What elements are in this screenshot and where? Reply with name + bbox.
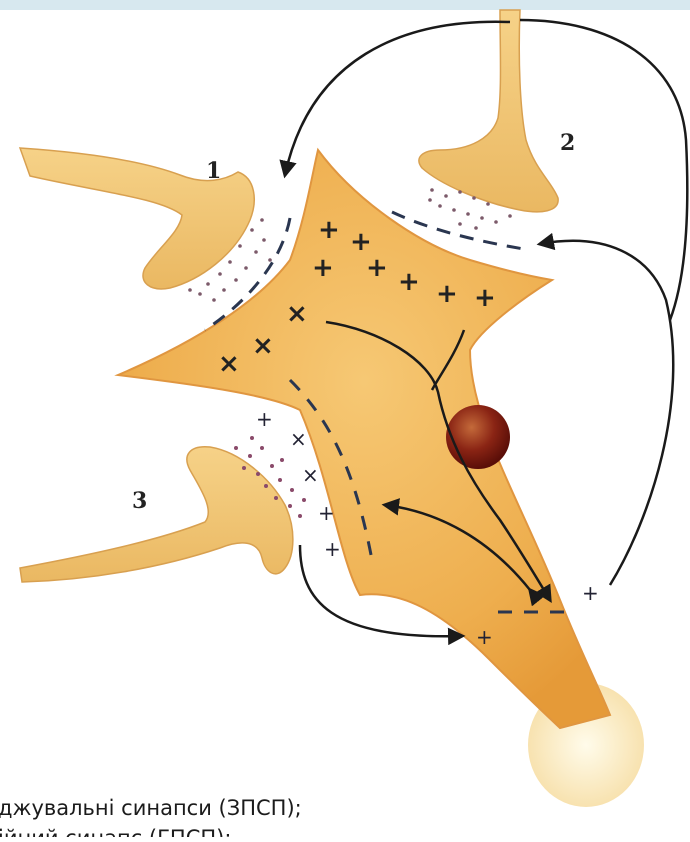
plus-sign: + xyxy=(318,501,335,525)
plus-sign: + xyxy=(476,625,493,649)
cross-sign: × xyxy=(218,349,240,379)
legend: джувальні синапси (ЗПСП); ійний синапс (… xyxy=(0,793,558,837)
plus-sign: + xyxy=(366,253,388,283)
plus-sign: + xyxy=(312,253,334,283)
plus-sign: + xyxy=(582,581,599,605)
plus-sign: + xyxy=(318,215,340,245)
arrow-to-synapse-2 xyxy=(540,241,673,585)
cross-sign: × xyxy=(252,331,274,361)
plus-sign: + xyxy=(256,407,273,431)
cross-sign: × xyxy=(290,427,307,451)
label-synapse-2: 2 xyxy=(560,130,575,156)
legend-line-2: ійний синапс (ГПСП); xyxy=(0,826,231,837)
cross-sign: × xyxy=(286,299,308,329)
presynaptic-terminal-3 xyxy=(20,447,293,582)
label-synapse-1: 1 xyxy=(206,158,221,184)
plus-sign: + xyxy=(398,267,420,297)
feedback-arc-right xyxy=(520,20,687,320)
nucleus xyxy=(446,405,510,469)
plus-sign: + xyxy=(436,279,458,309)
plus-sign: + xyxy=(474,283,496,313)
legend-line-1: джувальні синапси (ЗПСП); xyxy=(0,793,558,823)
cross-sign: × xyxy=(302,463,319,487)
legend-line-2-partial: ійний синапс (ГПСП); xyxy=(0,823,558,837)
presynaptic-terminal-2 xyxy=(419,10,558,212)
label-synapse-3: 3 xyxy=(132,488,147,514)
plus-sign: + xyxy=(324,537,341,561)
